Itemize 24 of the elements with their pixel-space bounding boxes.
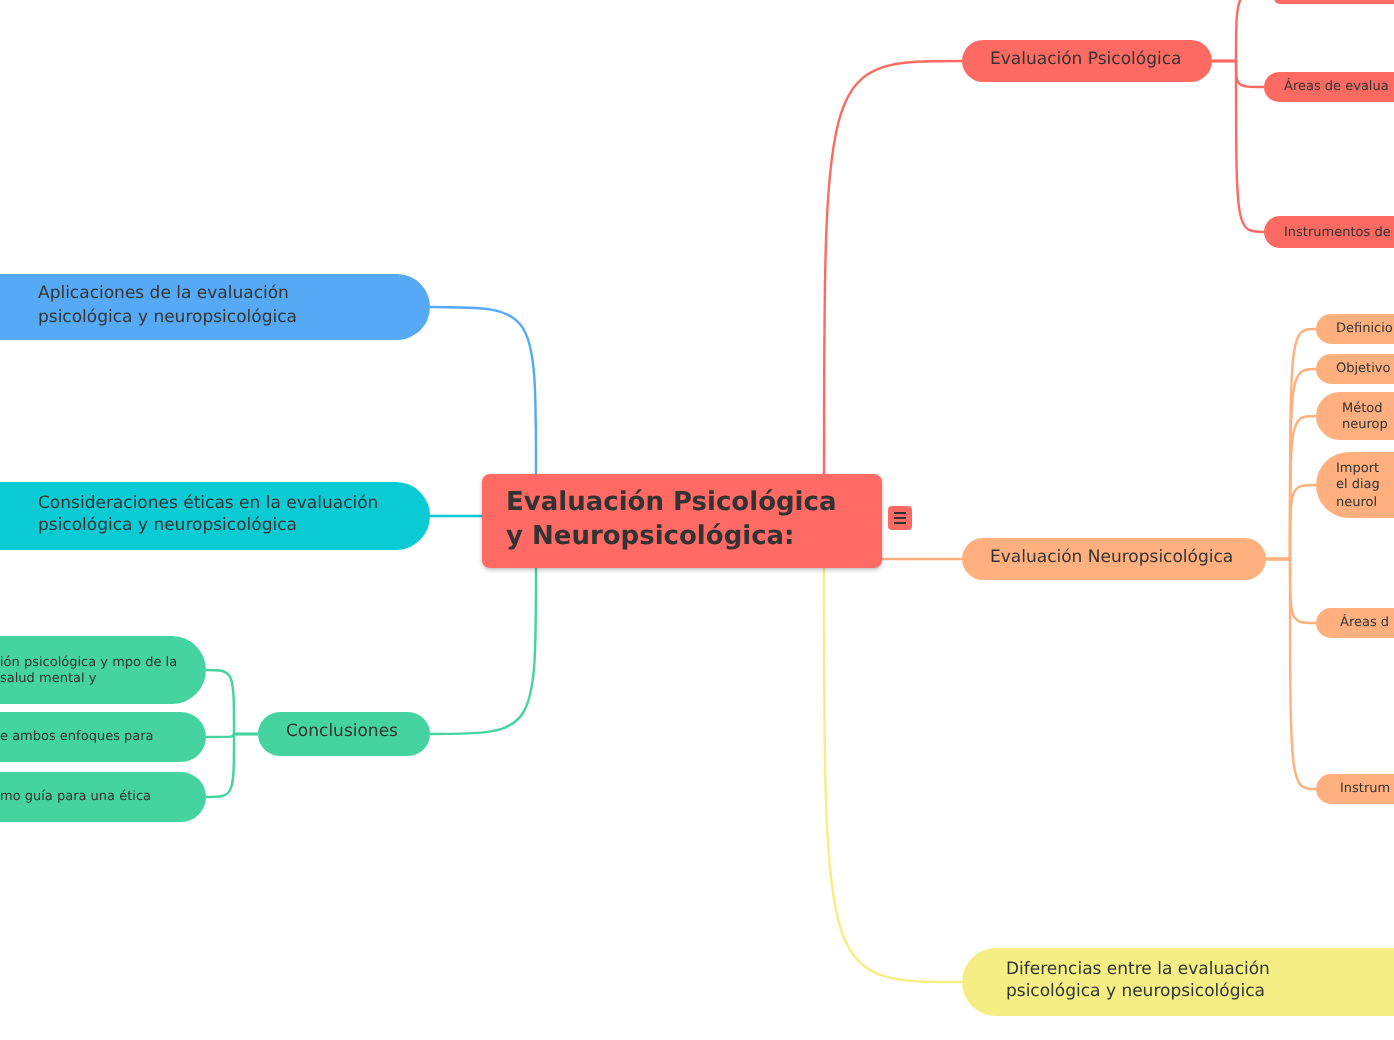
connector-line bbox=[430, 305, 538, 474]
topic-pill bbox=[0, 772, 206, 822]
connector-line bbox=[882, 557, 962, 561]
connector-line bbox=[822, 568, 962, 984]
topic-pill bbox=[0, 482, 430, 550]
connector-line bbox=[1266, 557, 1317, 791]
connector-line bbox=[822, 59, 962, 474]
topic-pill bbox=[258, 712, 430, 756]
topic-pill bbox=[0, 274, 430, 340]
topic-pill bbox=[0, 636, 206, 704]
topic-pill bbox=[962, 948, 1394, 1016]
topic-label: Aplicaciones de la evaluación psicológica y neuropsicológica bbox=[38, 284, 299, 330]
topic-label: Evaluación Neuropsicológica bbox=[990, 547, 1234, 571]
connector-line bbox=[430, 514, 482, 518]
topic-label: Diferencias entre la evaluación psicológica y neuropsicológica bbox=[1006, 959, 1272, 1005]
topic-pill bbox=[0, 712, 206, 762]
topic-label: Consideraciones éticas en la evaluación psicológica y neuropsicológica bbox=[38, 493, 381, 539]
central-topic-title: Evaluación Psicológica y Neuropsicológica: bbox=[506, 487, 839, 555]
central-topic-box bbox=[482, 474, 882, 568]
topic-label: Conclusiones bbox=[286, 722, 398, 746]
connector-line bbox=[430, 568, 538, 736]
topic-pill bbox=[962, 40, 1212, 82]
topic-label: Evaluación Psicológica bbox=[990, 49, 1182, 73]
topic-pill bbox=[962, 538, 1266, 580]
